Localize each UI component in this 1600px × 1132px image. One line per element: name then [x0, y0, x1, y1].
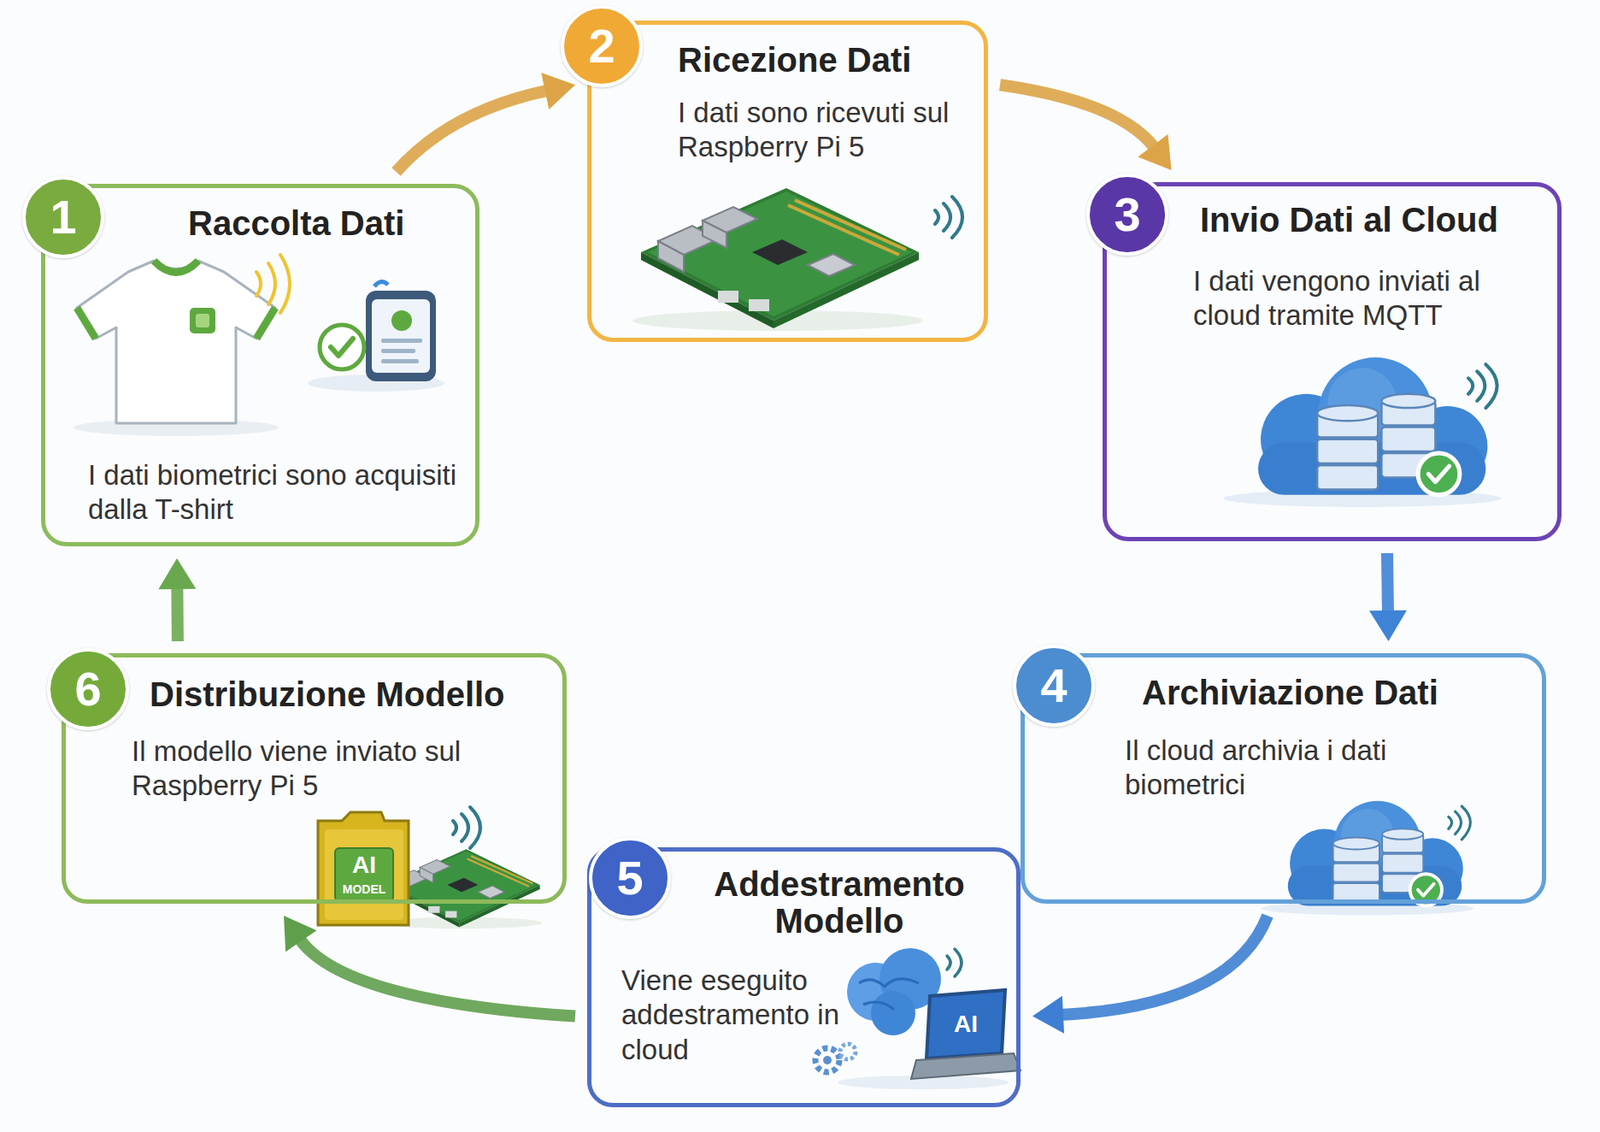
step-description: I dati biometrici sono acquisiti dalla T…: [88, 458, 465, 528]
step-badge: 6: [47, 647, 130, 730]
flow-arrow: [1032, 915, 1268, 1034]
step-description: Il modello viene inviato sul Raspberry P…: [131, 734, 465, 804]
flow-arrow: [396, 72, 576, 172]
step-badge: 2: [560, 5, 643, 88]
step-number: 4: [1040, 661, 1067, 710]
process-box: 5 Addestramento ModelloViene eseguito add…: [587, 847, 1021, 1107]
flow-arrow: [158, 558, 196, 642]
step-badge: 3: [1086, 173, 1169, 256]
step-description: I dati vengono inviati al cloud tramite …: [1193, 264, 1544, 334]
flow-arrow: [1369, 552, 1407, 642]
step-title: Raccolta Dati: [188, 205, 405, 242]
step-badge: 4: [1012, 644, 1095, 727]
icon-label: AI: [352, 852, 377, 877]
step-title: Ricezione Dati: [677, 41, 912, 79]
icon-label: MODEL: [342, 882, 387, 895]
process-box: 2 Ricezione Dati I dati sono ricevuti sul …: [587, 20, 989, 342]
process-box: 4 Archiviazione Dati Il cloud archivia i d…: [1020, 652, 1547, 904]
step-number: 1: [49, 193, 77, 242]
step-title: Archiviazione Dati: [1141, 674, 1439, 712]
step-number: 3: [1113, 190, 1141, 239]
step-number: 6: [74, 664, 101, 713]
process-box: 3 Invio Dati al Cloud I dati vengono invia…: [1102, 182, 1562, 542]
step-title: Invio Dati al Cloud: [1200, 201, 1499, 239]
step-description: Viene eseguito addestramento in cloud: [621, 963, 840, 1067]
step-badge: 1: [22, 176, 105, 259]
step-description: Il cloud archivia i dati biometrici: [1124, 733, 1450, 803]
flow-arrow: [1000, 84, 1172, 171]
step-badge: 5: [588, 836, 671, 919]
step-title: Distribuzione Modello: [149, 676, 506, 713]
step-number: 5: [616, 853, 643, 902]
step-title: Addestramento Modello: [676, 865, 1002, 940]
icon-label: AI: [953, 1011, 978, 1036]
flow-arrow: [283, 915, 576, 1017]
step-description: I dati sono ricevuti sul Raspberry Pi 5: [677, 95, 969, 165]
process-box: 6 Distribuzione Modello Il modello viene i…: [61, 652, 567, 904]
step-number: 2: [588, 22, 615, 71]
process-box: 1 Raccolta Dati I dati biometrici sono acq…: [41, 183, 480, 547]
